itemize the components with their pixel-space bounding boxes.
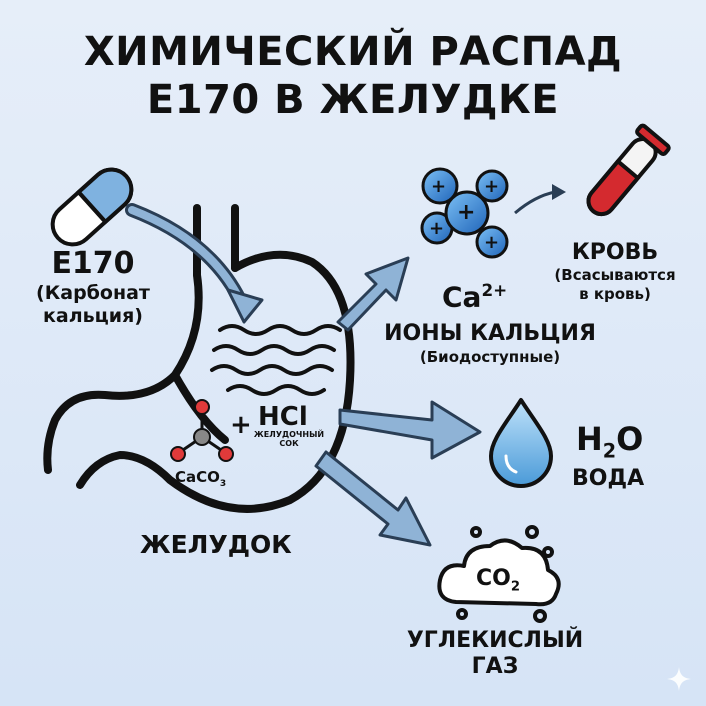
calcium-name: ИОНЫ КАЛЬЦИЯ <box>384 321 596 346</box>
arrow-to-water <box>338 400 482 460</box>
ion-plus-3: + <box>429 218 445 239</box>
e170-subtitle-2: кальция) <box>43 305 143 327</box>
gastric-waves <box>210 324 342 396</box>
hcl-note-1: ЖЕЛУДОЧНЫЙ <box>253 430 325 439</box>
hcl-note-2: СОК <box>279 439 299 448</box>
caco3-label: CaCO3 <box>175 468 227 489</box>
co2-formula: CO2 <box>476 566 521 595</box>
stomach-label: ЖЕЛУДОК <box>140 530 292 559</box>
blood-note-1: (Всасываются <box>554 266 676 284</box>
title-line-1: ХИМИЧЕСКИЙ РАСПАД <box>83 29 623 75</box>
ion-plus-5: + <box>457 200 476 225</box>
e170-subtitle-1: (Карбонат <box>36 282 150 304</box>
reaction-plus: + <box>230 410 252 440</box>
arrow-to-co2 <box>314 450 432 547</box>
sparkle-icon <box>667 667 691 691</box>
hcl-label: HCl <box>258 402 308 432</box>
water-formula: H2O <box>576 420 644 463</box>
ion-plus-4: + <box>484 232 500 253</box>
molecule-icon <box>170 399 234 462</box>
blood-note-2: в кровь) <box>579 285 651 303</box>
calcium-formula: Ca2+ <box>442 280 508 314</box>
e170-label: Е170 <box>51 246 135 281</box>
calcium-ions-icon <box>420 167 509 259</box>
capsule-icon <box>50 167 134 247</box>
arrow-to-calcium <box>336 256 410 332</box>
ion-plus-2: + <box>484 176 500 197</box>
co2-label-1: УГЛЕКИСЛЫЙ <box>406 628 584 653</box>
calcium-note: (Биодоступные) <box>419 348 561 366</box>
water-drop-icon <box>489 398 553 488</box>
title-line-2: Е170 В ЖЕЛУДКЕ <box>146 77 560 123</box>
co2-label-2: ГАЗ <box>471 654 519 679</box>
gas-cloud-icon <box>437 525 561 623</box>
arrow-into-stomach <box>125 203 264 324</box>
ion-plus-1: + <box>431 176 447 197</box>
test-tube-icon <box>586 123 671 217</box>
blood-label: КРОВЬ <box>571 240 659 265</box>
water-label: ВОДА <box>572 466 645 491</box>
arrow-to-blood <box>514 184 566 215</box>
